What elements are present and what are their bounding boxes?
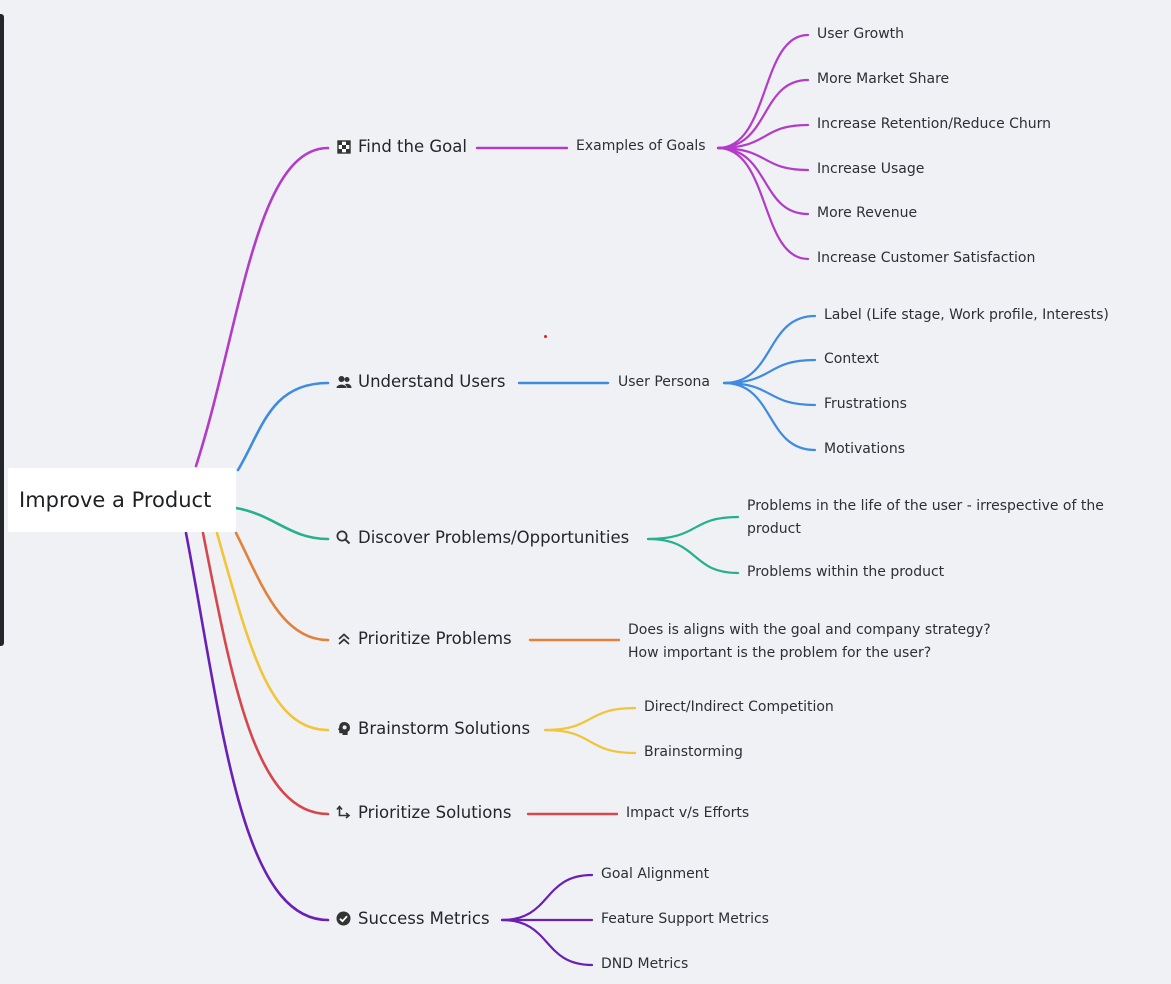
leaf-label: Direct/Indirect Competition [644,699,834,715]
node-label: Success Metrics [358,909,490,928]
node-understand-users[interactable]: Understand Users [335,372,506,391]
node-label: Impact v/s Efforts [626,805,750,821]
node-label: Prioritize Solutions [358,803,512,822]
window-edge [0,14,4,646]
node-label: Prioritize Problems [358,629,512,648]
leaf-more-market-share[interactable]: More Market Share [817,71,949,87]
leaf-label: Goal Alignment [601,866,710,882]
edge-prioritize-solutions [201,531,330,816]
leaf-brainstorming[interactable]: Brainstorming [644,744,743,760]
leaf-label: Problems in the life of the user - irres… [747,498,1104,537]
leaf-frustrations[interactable]: Frustrations [824,396,907,412]
leaf-label: Problems within the product [747,564,945,580]
edge-metrics [184,531,330,922]
node-prioritize-solutions[interactable]: Prioritize Solutions [335,803,511,822]
leaf-label: Increase Retention/Reduce Churn [817,116,1052,132]
leaf-label: User Growth [817,26,905,42]
question-line: How important is the problem for the use… [628,645,932,661]
leaf-label-life-stage[interactable]: Label (Life stage, Work profile, Interes… [824,307,1109,323]
checkered-flag-icon [335,138,352,155]
root-label: Improve a Product [19,488,212,512]
question-line: Does is aligns with the goal and company… [628,622,991,638]
edge-users [236,381,330,472]
node-impact-vs-efforts[interactable]: Impact v/s Efforts [626,805,749,821]
leaf-label: More Revenue [817,205,918,221]
leaf-motivations[interactable]: Motivations [824,441,905,457]
node-user-persona[interactable]: User Persona [618,374,710,390]
leaf-user-growth[interactable]: User Growth [817,26,904,42]
node-label: Discover Problems/Opportunities [358,528,630,547]
leaf-label: Increase Usage [817,161,925,177]
edge-prioritize-problems [234,531,330,642]
node-brainstorm-solutions[interactable]: Brainstorm Solutions [335,719,530,738]
node-prioritize-questions[interactable]: Does is aligns with the goal and company… [628,619,991,665]
leaf-problems-in-life[interactable]: Problems in the life of the user - irres… [747,495,1132,541]
edge-goal [194,146,330,468]
node-prioritize-problems[interactable]: Prioritize Problems [335,629,512,648]
leaf-dnd-metrics[interactable]: DND Metrics [601,956,688,972]
double-chevron-up-icon [335,630,352,647]
swap-arrows-icon [335,804,352,821]
leaf-label: DND Metrics [601,956,689,972]
node-label: Understand Users [358,372,506,391]
node-label: Examples of Goals [576,138,706,154]
node-discover-problems[interactable]: Discover Problems/Opportunities [335,528,629,547]
leaf-label: Brainstorming [644,744,743,760]
leaf-label: Label (Life stage, Work profile, Interes… [824,307,1109,323]
node-label: Brainstorm Solutions [358,719,531,738]
check-circle-icon [335,910,352,927]
leaf-label: Motivations [824,441,905,457]
edge-brainstorm [215,531,330,732]
leaf-more-revenue[interactable]: More Revenue [817,205,917,221]
leaf-label: Context [824,351,879,367]
leaf-context[interactable]: Context [824,351,879,367]
leaf-goal-alignment[interactable]: Goal Alignment [601,866,709,882]
node-examples-of-goals[interactable]: Examples of Goals [576,138,706,154]
leaf-customer-satisfaction[interactable]: Increase Customer Satisfaction [817,250,1035,266]
leaf-direct-indirect-competition[interactable]: Direct/Indirect Competition [644,699,834,715]
users-icon [335,373,352,390]
brain-icon [335,720,352,737]
leaf-label: Increase Customer Satisfaction [817,250,1036,266]
edge-discover [234,506,330,541]
leaf-problems-within-product[interactable]: Problems within the product [747,564,944,580]
leaf-label: Feature Support Metrics [601,911,769,927]
leaf-increase-usage[interactable]: Increase Usage [817,161,924,177]
node-find-the-goal[interactable]: Find the Goal [335,137,467,156]
search-icon [335,529,352,546]
root-node[interactable]: Improve a Product [8,468,236,532]
leaf-label: Frustrations [824,396,907,412]
leaf-label: More Market Share [817,71,950,87]
leaf-increase-retention[interactable]: Increase Retention/Reduce Churn [817,116,1051,132]
node-label: Find the Goal [358,137,467,156]
leaf-feature-support-metrics[interactable]: Feature Support Metrics [601,911,769,927]
cursor-marker [544,335,547,338]
node-success-metrics[interactable]: Success Metrics [335,909,490,928]
node-label: User Persona [618,374,710,390]
